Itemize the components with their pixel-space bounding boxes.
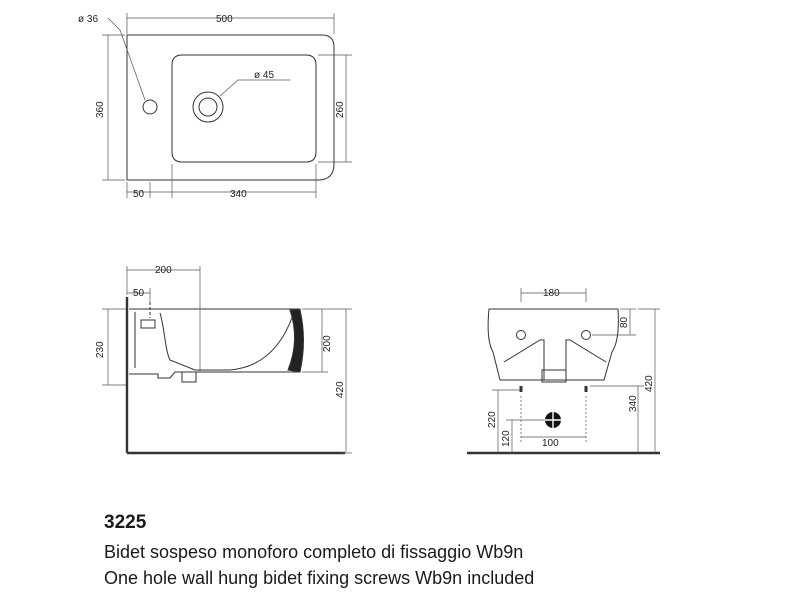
back-fix-height: 340 [628,395,639,412]
back-hole-spacing: 180 [543,288,560,299]
top-offset-left: 50 [133,189,145,200]
side-offset: 50 [133,288,145,299]
back-drain-block [541,369,567,383]
top-view [126,34,335,181]
top-bowl-depth: 260 [335,101,346,118]
tap-hole [142,99,158,115]
side-view-dimensions [102,266,352,454]
top-depth: 360 [95,101,106,118]
top-view-outline [126,34,335,181]
back-view-dimensions [492,288,660,453]
side-floor-height: 420 [335,381,346,398]
side-fixing [140,319,156,329]
side-view [125,297,345,455]
top-width: 500 [216,14,233,25]
side-body-outline [129,308,302,379]
top-view-bowl [171,54,317,163]
side-bowl-shape [159,312,294,371]
drain-hole-inner [198,97,218,117]
side-rim [287,309,304,373]
top-view-dimensions [102,13,352,198]
top-hole-dia-center: ø 45 [254,70,274,81]
product-description-it: Bidet sospeso monoforo completo di fissa… [104,542,524,562]
top-hole-dia-left: ø 36 [78,14,98,25]
back-total-height: 420 [644,375,655,392]
back-drain-symbol [543,410,563,430]
back-top-offset: 80 [619,316,630,328]
back-view [467,308,660,455]
back-fix-hole-left [516,330,526,340]
side-bowl-height: 200 [322,335,333,352]
side-depth: 200 [155,265,172,276]
back-fix-hole-right [581,330,591,340]
back-body-outline [487,308,619,381]
top-bowl-width: 340 [230,189,247,200]
back-drain-width: 100 [542,438,559,449]
product-description-en: One hole wall hung bidet fixing screws W… [104,568,535,588]
side-height-total: 230 [95,341,106,358]
product-code: 3225 [104,512,147,533]
side-drain [181,372,197,383]
back-center-shape [503,339,607,380]
back-drain-height: 220 [487,411,498,428]
back-drain-offset: 120 [501,430,512,447]
drain-hole-outer [192,91,224,123]
